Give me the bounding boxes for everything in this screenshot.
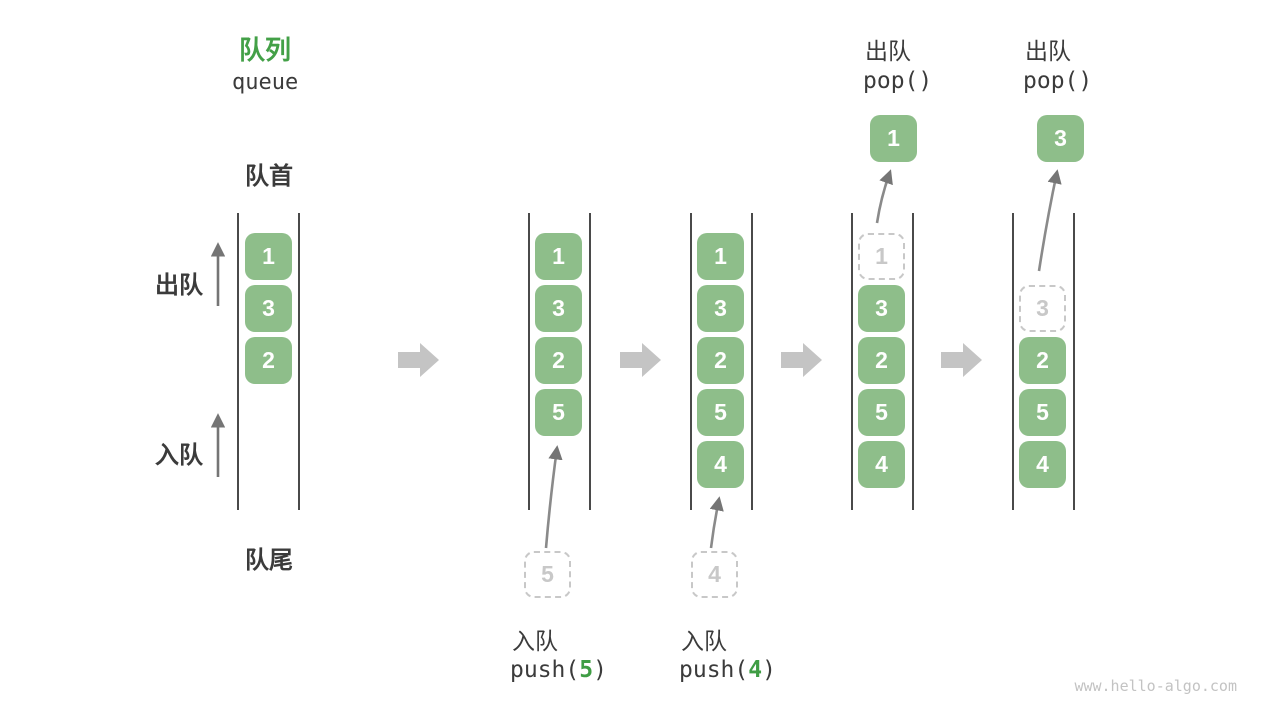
popped-element: 3	[1037, 115, 1084, 162]
pop1-arrow-icon	[875, 169, 893, 224]
queue-element: 3	[858, 285, 905, 332]
popped-element: 1	[870, 115, 917, 162]
queue5-right-wall	[1073, 213, 1075, 510]
queue-element: 1	[535, 233, 582, 280]
code-prefix: push(	[510, 657, 580, 683]
queue-element: 4	[858, 441, 905, 488]
queue-element: 3	[245, 285, 292, 332]
queue5-left-wall	[1012, 213, 1014, 510]
queue3-left-wall	[690, 213, 692, 510]
code-suffix: )	[593, 657, 607, 683]
queue-element: 5	[697, 389, 744, 436]
queue4-right-wall	[912, 213, 914, 510]
queue-element: 2	[1019, 337, 1066, 384]
queue-element: 3	[697, 285, 744, 332]
incoming-element-ghost: 5	[524, 551, 571, 598]
enqueue-op-code: push(4)	[679, 657, 776, 683]
site-watermark: www.hello-algo.com	[1074, 677, 1237, 695]
queue-element: 3	[535, 285, 582, 332]
queue-element: 5	[858, 389, 905, 436]
queue-rear-label: 队尾	[245, 547, 293, 574]
queue-element: 4	[697, 441, 744, 488]
step-transition-arrow-icon	[620, 343, 661, 377]
pop3-arrow-icon	[1037, 169, 1062, 272]
queue-element: 5	[1019, 389, 1066, 436]
removed-element-ghost: 3	[1019, 285, 1066, 332]
queue-element: 2	[245, 337, 292, 384]
dequeue-op-label: 出队	[865, 38, 911, 64]
incoming-element-ghost: 4	[691, 551, 738, 598]
enqueue-op-code: push(5)	[510, 657, 607, 683]
diagram-title-en: queue	[232, 70, 299, 95]
dequeue-op-code: pop()	[1023, 68, 1093, 94]
step-transition-arrow-icon	[941, 343, 982, 377]
queue2-right-wall	[589, 213, 591, 510]
queue1-right-wall	[298, 213, 300, 510]
push5-arrow-icon	[544, 445, 563, 549]
queue2-left-wall	[528, 213, 530, 510]
queue-element: 1	[697, 233, 744, 280]
diagram-title-zh: 队列	[239, 35, 292, 65]
dequeue-op-code: pop()	[863, 68, 933, 94]
code-suffix: )	[762, 657, 776, 683]
step-transition-arrow-icon	[398, 343, 439, 377]
queue3-right-wall	[751, 213, 753, 510]
push4-arrow-icon	[709, 496, 724, 549]
enqueue-side-label: 入队	[155, 442, 203, 469]
dequeue-side-label: 出队	[155, 272, 203, 299]
queue-element: 4	[1019, 441, 1066, 488]
queue-element: 2	[858, 337, 905, 384]
step-transition-arrow-icon	[781, 343, 822, 377]
queue-front-label: 队首	[245, 163, 293, 190]
dequeue-op-label: 出队	[1025, 38, 1071, 64]
queue-element: 5	[535, 389, 582, 436]
queue-element: 1	[245, 233, 292, 280]
enqueue-op-label: 入队	[681, 628, 727, 654]
enqueue-op-label: 入队	[512, 628, 558, 654]
queue1-left-wall	[237, 213, 239, 510]
code-prefix: push(	[679, 657, 749, 683]
queue-element: 2	[535, 337, 582, 384]
code-arg: 5	[579, 657, 594, 683]
code-arg: 4	[748, 657, 763, 683]
queue4-left-wall	[851, 213, 853, 510]
removed-element-ghost: 1	[858, 233, 905, 280]
queue-element: 2	[697, 337, 744, 384]
